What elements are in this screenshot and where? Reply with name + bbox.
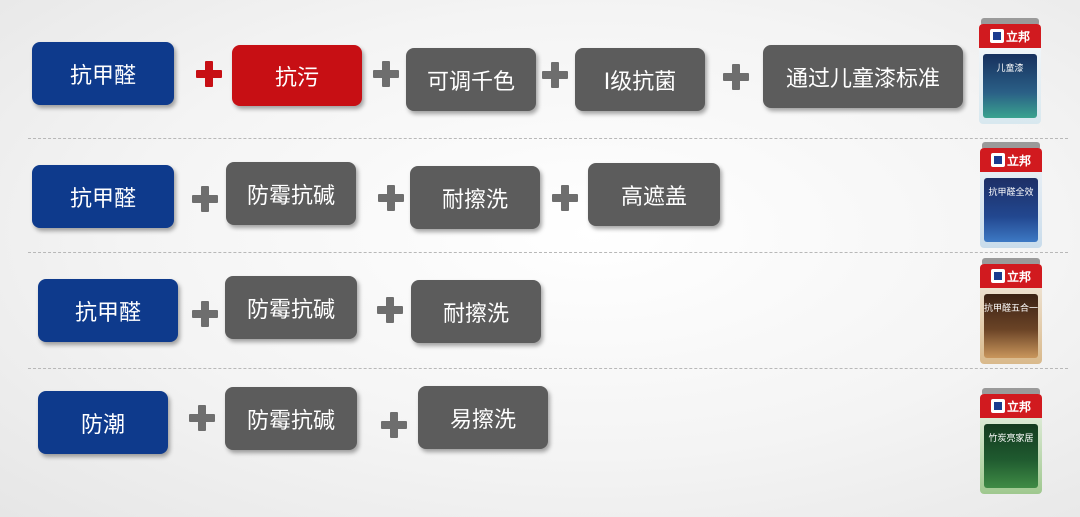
plus-icon	[189, 405, 215, 431]
paint-can-icon: 立邦 儿童漆	[975, 18, 1045, 126]
plus-icon	[377, 297, 403, 323]
feature-pill: 高遮盖	[588, 163, 720, 226]
paint-can-icon: 立邦 抗甲醛五合一	[976, 258, 1046, 366]
brand-label: 立邦	[1006, 399, 1031, 414]
plus-icon	[192, 301, 218, 327]
base-feature-pill: 抗甲醛	[38, 279, 178, 342]
feature-pill: 可调千色	[406, 48, 536, 111]
feature-pill: 防霉抗碱	[225, 387, 357, 450]
plus-icon	[552, 185, 578, 211]
row-divider	[28, 368, 1068, 369]
plus-icon	[196, 61, 222, 87]
feature-pill: 防霉抗碱	[225, 276, 357, 339]
product-name: 竹炭亮家居	[988, 434, 1034, 444]
brand-label: 立邦	[1006, 269, 1031, 284]
base-feature-pill: 防潮	[38, 391, 168, 454]
feature-pill: 通过儿童漆标准	[763, 45, 963, 108]
brand-label: 立邦	[1006, 153, 1031, 168]
plus-icon	[192, 186, 218, 212]
row-divider	[28, 252, 1068, 253]
feature-pill: 耐擦洗	[411, 280, 541, 343]
plus-icon	[378, 185, 404, 211]
plus-icon	[373, 61, 399, 87]
product-name: 儿童漆	[996, 64, 1024, 74]
feature-pill: I级抗菌	[575, 48, 705, 111]
paint-can-icon: 立邦 抗甲醛全效	[976, 142, 1046, 250]
base-feature-pill: 抗甲醛	[32, 42, 174, 105]
product-name: 抗甲醛五合一	[984, 304, 1039, 314]
feature-pill: 防霉抗碱	[226, 162, 356, 225]
product-name: 抗甲醛全效	[988, 188, 1034, 198]
paint-can-icon: 立邦 竹炭亮家居	[976, 388, 1046, 496]
row-divider	[28, 138, 1068, 139]
brand-label: 立邦	[1005, 29, 1030, 44]
plus-icon	[381, 412, 407, 438]
plus-icon	[542, 62, 568, 88]
feature-pill: 易擦洗	[418, 386, 548, 449]
plus-icon	[723, 64, 749, 90]
feature-pill: 耐擦洗	[410, 166, 540, 229]
base-feature-pill: 抗甲醛	[32, 165, 174, 228]
feature-pill-highlight: 抗污	[232, 45, 362, 106]
